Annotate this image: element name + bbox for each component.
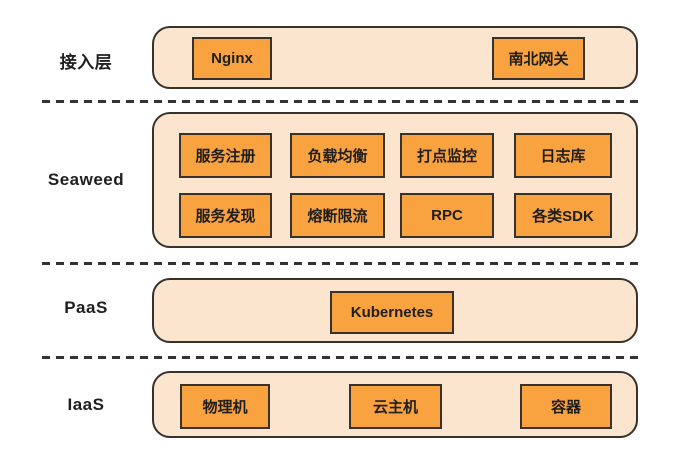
node-north-south-gateway: 南北网关: [492, 37, 585, 80]
dashed-separator-2: [42, 262, 643, 265]
layer-container-seaweed: 服务注册 负载均衡 打点监控 日志库 服务发现 熔断限流 RPC 各类SDK: [152, 112, 638, 248]
dashed-separator-3: [42, 356, 643, 359]
node-load-balancing: 负载均衡: [290, 133, 385, 178]
dashed-separator-1: [42, 100, 643, 103]
node-cloud-host: 云主机: [349, 384, 442, 429]
layer-container-paas: Kubernetes: [152, 278, 638, 343]
node-physical-machine: 物理机: [180, 384, 270, 429]
layer-label-seaweed: Seaweed: [47, 170, 125, 189]
layer-label-access: 接入层: [59, 53, 113, 72]
node-circuit-breaking-rate-limiting: 熔断限流: [290, 193, 385, 238]
layer-label-iaas: IaaS: [67, 395, 105, 414]
node-nginx: Nginx: [192, 37, 272, 80]
layer-container-iaas: 物理机 云主机 容器: [152, 371, 638, 438]
node-various-sdk: 各类SDK: [514, 193, 612, 238]
node-metrics-monitoring: 打点监控: [400, 133, 494, 178]
node-service-registry: 服务注册: [179, 133, 272, 178]
node-log-library: 日志库: [514, 133, 612, 178]
layer-label-paas: PaaS: [64, 298, 108, 317]
layer-container-access: Nginx 南北网关: [152, 26, 638, 89]
node-container: 容器: [520, 384, 612, 429]
node-rpc: RPC: [400, 193, 494, 238]
node-service-discovery: 服务发现: [179, 193, 272, 238]
node-kubernetes: Kubernetes: [330, 291, 454, 334]
